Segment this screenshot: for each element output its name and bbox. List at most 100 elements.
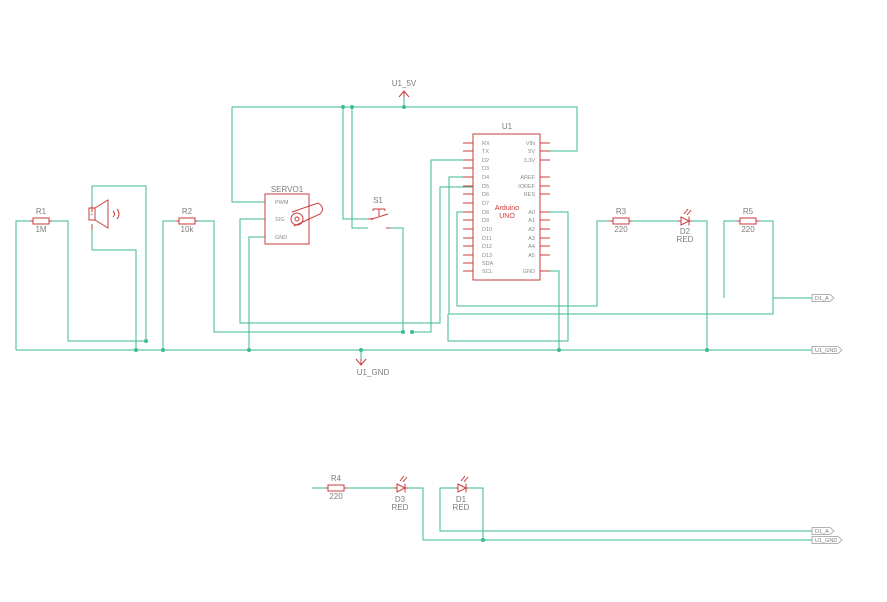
resistor-icon <box>327 484 345 492</box>
port-label: U1_GND <box>815 538 837 544</box>
port-label: D1_A <box>815 296 829 302</box>
port-d1a-bottom[interactable]: D1_A <box>811 527 835 536</box>
resistor-r3[interactable]: R3 220 <box>610 207 632 234</box>
arduino-right-pin-label: IOREF <box>518 184 535 190</box>
arduino-left-pin-label: D12 <box>482 244 492 250</box>
led-light-icon <box>399 475 408 483</box>
resistor-r1[interactable]: R1 1M <box>30 207 52 234</box>
resistor-value: 220 <box>329 492 343 501</box>
port-label: D1_A <box>815 529 829 535</box>
arduino-model: UNO <box>499 213 515 220</box>
switch-right-wire[interactable] <box>390 227 404 332</box>
switch-s1[interactable]: S1 <box>368 196 390 229</box>
arduino-right-pin-label: A3 <box>528 236 535 242</box>
resistor-ref: R3 <box>616 207 627 216</box>
junction-dot <box>705 348 709 352</box>
resistor-ref: R1 <box>36 207 47 216</box>
servo-gnd-wire[interactable] <box>248 236 265 350</box>
wires <box>15 97 812 541</box>
arduino-left-pin-label: TX <box>482 149 489 155</box>
arduino-right-pin-label: VIN <box>526 141 535 147</box>
arduino-ref: U1 <box>502 122 513 131</box>
junction-dot <box>350 105 354 109</box>
resistor-ref: R2 <box>182 207 193 216</box>
led-d2[interactable]: D2 RED <box>677 208 694 244</box>
resistor-value: 10k <box>181 225 195 234</box>
servo-pin-gnd: GND <box>275 235 287 241</box>
junction-dot <box>410 330 414 334</box>
port-gnd-bottom[interactable]: U1_GND <box>811 536 843 545</box>
arduino-left-pin-label: D3 <box>482 166 489 172</box>
vcc-arrow-icon <box>398 90 410 98</box>
gnd-arrow-icon <box>355 358 367 366</box>
gnd-symbol[interactable]: U1_GND <box>355 358 389 377</box>
arduino-gnd-wire[interactable] <box>540 270 560 350</box>
led-icon <box>455 483 468 493</box>
d2-cathode-wire[interactable] <box>692 220 708 350</box>
servo-sig-wire[interactable] <box>239 186 473 324</box>
d1-anode-wire[interactable] <box>439 487 812 532</box>
arduino-left-pin-label: D10 <box>482 227 492 233</box>
servo-pin-sig: SIG <box>275 217 284 223</box>
switch-actuator-icon <box>372 208 386 216</box>
vcc-symbol[interactable]: U1_5V <box>392 79 417 98</box>
arduino-name: Arduino <box>495 205 519 212</box>
arduino-right-pin-label: GND <box>523 269 535 275</box>
switch-ref: S1 <box>373 196 383 205</box>
d2-pin-wire[interactable] <box>412 159 473 333</box>
speaker-top-wire[interactable] <box>91 185 147 341</box>
arduino-left-pin-label: D2 <box>482 158 489 164</box>
arduino-right-pin-label: A5 <box>528 253 535 259</box>
junction-dot <box>341 105 345 109</box>
r1-left-wire[interactable] <box>15 220 30 350</box>
d8-pin-wire[interactable] <box>456 211 610 307</box>
d4-pin-wire[interactable] <box>448 176 812 315</box>
r5-left-wire[interactable] <box>723 220 737 298</box>
r2-right-wire[interactable] <box>198 220 403 333</box>
servo-pin-pwm: PWM <box>275 200 289 206</box>
r1-right-wire[interactable] <box>52 220 146 342</box>
servo-pwm-wire[interactable] <box>231 107 265 203</box>
d3-cathode-wire[interactable] <box>408 487 812 541</box>
arduino-right-pin-label: A0 <box>528 210 535 216</box>
arduino-left-pin-label: D5 <box>482 184 489 190</box>
r2-left-wire[interactable] <box>162 220 176 350</box>
resistor-r5[interactable]: R5 220 <box>737 207 759 234</box>
junction-dot <box>359 348 363 352</box>
a0-pin-wire[interactable] <box>447 211 569 342</box>
r5-right-wire[interactable] <box>759 220 774 314</box>
speaker[interactable]: + <box>88 199 120 230</box>
led-ref: D1 <box>456 495 467 504</box>
speaker-bottom-wire[interactable] <box>91 230 137 350</box>
speaker-icon <box>88 207 96 221</box>
arduino-right-pin-label: RES <box>524 192 536 198</box>
arduino-left-pin-label: RX <box>482 141 490 147</box>
led-icon <box>678 216 692 226</box>
led-value: RED <box>392 503 409 512</box>
arduino-left-pin-label: SDA <box>482 261 494 267</box>
switch-left-wire[interactable] <box>342 107 368 220</box>
arduino-left-pin-label: D11 <box>482 236 492 242</box>
arduino-right-pin-label: 3.3V <box>524 158 536 164</box>
resistor-r2[interactable]: R2 10k <box>176 207 198 234</box>
arduino-left-pin-label: D4 <box>482 175 489 181</box>
led-d3[interactable]: D3 RED <box>392 475 409 512</box>
junction-dot <box>161 348 165 352</box>
junction-dot <box>481 538 485 542</box>
arduino-right-pin-label: 5V <box>528 149 535 155</box>
servo[interactable]: SERVO1 PWM SIG GND <box>264 185 324 245</box>
arduino-left-pin-label: D8 <box>482 210 489 216</box>
port-d1a-top[interactable]: D1_A <box>811 294 835 303</box>
switch-vcc-wire[interactable] <box>351 107 368 229</box>
arduino-left-pin-label: D7 <box>482 201 489 207</box>
port-gnd-right[interactable]: U1_GND <box>811 346 843 355</box>
d1-cathode-wire[interactable] <box>468 487 484 540</box>
arduino-left-pin-label: D9 <box>482 218 489 224</box>
resistor-r4[interactable]: R4 220 <box>325 474 347 501</box>
led-icon <box>394 483 408 493</box>
arduino-right-pin-label: A2 <box>528 227 535 233</box>
led-d1[interactable]: D1 RED <box>453 475 470 512</box>
arduino-uno[interactable]: U1 Arduino UNO RXTXD2D3D4D5D6D7D8D9D10D1… <box>463 122 550 281</box>
